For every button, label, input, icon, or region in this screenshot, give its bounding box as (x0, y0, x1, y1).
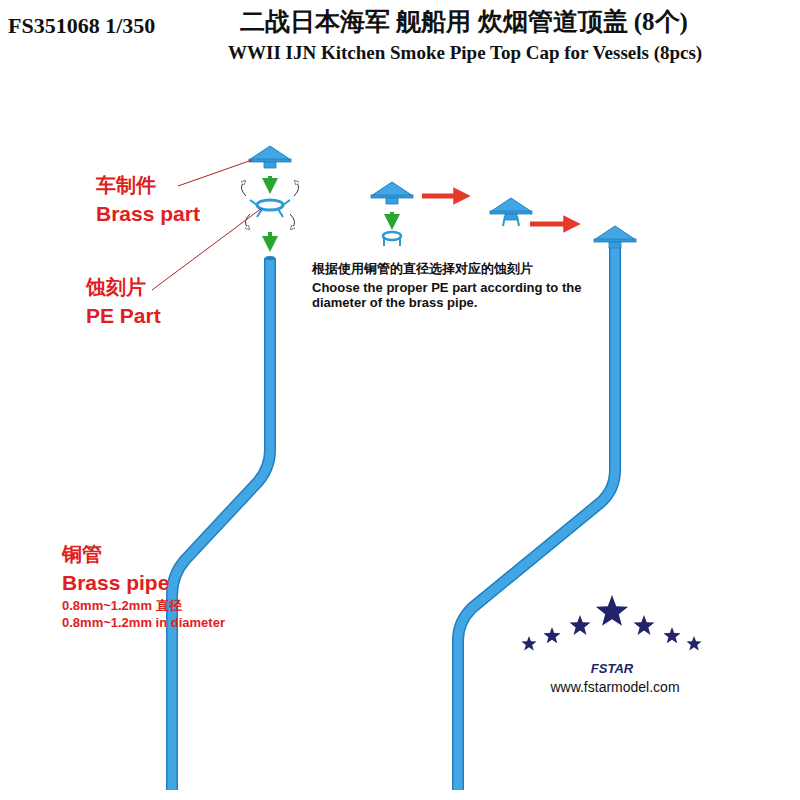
logo-star (634, 615, 655, 635)
label-text: www.fstarmodel.com (520, 679, 710, 695)
label-text: 铜管 (62, 543, 132, 566)
text-slot: www.fstarmodel.com (520, 679, 710, 695)
brass-cap (249, 146, 291, 168)
brass-cap (594, 226, 636, 248)
logo-star (596, 595, 628, 626)
title: WWII IJN Kitchen Smoke Pipe Top Cap for … (228, 42, 794, 64)
label-text: Choose the proper PE part according to t… (312, 281, 602, 311)
text-slot: FS351068 1/350 (8, 13, 228, 38)
text-slot: 二战日本海军 舰船用 炊烟管道顶盖 (8个) (240, 8, 795, 37)
text-slot: 0.8mm~1.2mm 直径 (62, 599, 232, 614)
logo-star (570, 615, 591, 635)
assembly-arrow (268, 176, 272, 186)
text-slot: WWII IJN Kitchen Smoke Pipe Top Cap for … (228, 42, 794, 64)
pe-ring (250, 200, 290, 217)
logo-stars (521, 595, 701, 650)
label-text: PE Part (86, 304, 206, 328)
brass-pipe (172, 256, 275, 790)
text-slot: Brass part (96, 202, 236, 226)
assembled-pipe (458, 240, 615, 790)
step-arrow (530, 222, 572, 227)
step-arrow (422, 194, 462, 199)
logo-star (521, 636, 536, 650)
logo-star (686, 636, 701, 650)
pe-ring (383, 232, 401, 246)
label-text: Brass part (96, 202, 236, 226)
label-text: 二战日本海军 舰船用 炊烟管道顶盖 (8个) (240, 8, 795, 37)
text-slot: 0.8mm~1.2mm in diameter (62, 616, 262, 631)
text-slot: 铜管 (62, 543, 132, 566)
logo-star (543, 627, 560, 643)
label-text: 0.8mm~1.2mm in diameter (62, 616, 262, 631)
label-text: FS351068 1/350 (8, 13, 228, 38)
bend-arrows (241, 182, 298, 228)
text-slot: PE Part (86, 304, 206, 328)
cap-with-legs (490, 198, 532, 226)
assembly-arrow (390, 212, 394, 222)
text-slot: 车制件 (96, 174, 176, 197)
text-slot: FSTAR (560, 662, 664, 677)
label-text: 0.8mm~1.2mm 直径 (62, 599, 232, 614)
label-text: FSTAR (560, 662, 664, 677)
label-text: 车制件 (96, 174, 176, 197)
logo-star (663, 627, 680, 643)
text-slot: 根据使用铜管的直径选择对应的蚀刻片 (312, 262, 602, 277)
text-slot: Brass pipe (62, 571, 202, 595)
label-text: 蚀刻片 (86, 276, 166, 299)
assembly-arrow (268, 232, 272, 244)
text-slot: 蚀刻片 (86, 276, 166, 299)
text-slot: Choose the proper PE part according to t… (312, 281, 602, 311)
leader-line (178, 160, 252, 186)
label-text: 根据使用铜管的直径选择对应的蚀刻片 (312, 262, 602, 277)
label-text: Brass pipe (62, 571, 202, 595)
brass-cap (371, 182, 413, 204)
